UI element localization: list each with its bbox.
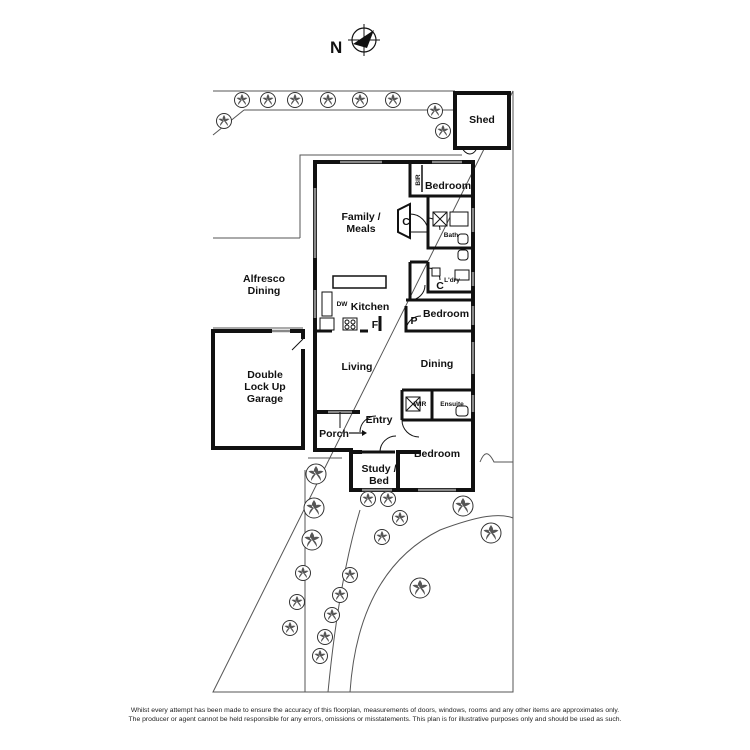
- garage-label-line1: Double: [247, 369, 283, 381]
- north-arrow-icon: [348, 24, 380, 56]
- cupboard-label: C: [402, 216, 410, 228]
- tree-icon: [352, 92, 368, 108]
- ensuite-label: Ensuite: [440, 401, 464, 408]
- tree-icon: [320, 92, 336, 108]
- bedroom-bottom-label: Bedroom: [414, 448, 460, 460]
- family-label-line1: Family /: [341, 211, 380, 223]
- fixtures: [319, 211, 470, 417]
- tree-icon: [282, 620, 298, 636]
- tree-icon: [312, 648, 328, 664]
- disclaimer-line1: Whilst every attempt has been made to en…: [130, 707, 620, 714]
- alfresco-label-line2: Dining: [248, 285, 281, 297]
- shed: Shed: [453, 91, 511, 155]
- tree-icon: [317, 629, 333, 645]
- compass: N: [330, 24, 380, 57]
- family-label-line2: Meals: [346, 223, 375, 235]
- tree-icon: [289, 594, 305, 610]
- garage-label-line3: Garage: [247, 393, 283, 405]
- tree-icon: [324, 607, 340, 623]
- tree-icon: [392, 510, 408, 526]
- bath-label: Bath: [444, 232, 458, 239]
- study-label-line1: Study /: [361, 463, 396, 475]
- tree-icon: [234, 92, 250, 108]
- tree-icon: [427, 103, 443, 119]
- fridge-label: F: [372, 319, 379, 331]
- tree-icon: [295, 565, 311, 581]
- tree-icon: [374, 529, 390, 545]
- entry-label: Entry: [366, 414, 393, 426]
- pantry-label: P: [410, 315, 417, 327]
- alfresco-label-line1: Alfresco: [243, 273, 285, 285]
- disclaimer-line2: The producer or agent cannot be held res…: [128, 716, 622, 723]
- laundry-label: L'dry: [444, 277, 460, 284]
- porch-label: Porch: [319, 428, 349, 440]
- windows: [272, 160, 475, 492]
- tree-icon: [360, 491, 376, 507]
- garage-label-line2: Lock Up: [244, 381, 285, 393]
- tree-icon: [287, 92, 303, 108]
- wir-label: WIR: [414, 401, 427, 408]
- bedroom-mid-label: Bedroom: [423, 308, 469, 320]
- house-walls: [313, 160, 475, 492]
- dining-label: Dining: [421, 358, 454, 370]
- living-label: Living: [342, 361, 373, 373]
- tree-icon: [435, 123, 451, 139]
- tree-icon: [216, 113, 232, 129]
- tree-icon: [301, 529, 323, 551]
- doors: [339, 213, 441, 453]
- bedroom-top-label: Bedroom: [425, 180, 471, 192]
- tree-icon: [385, 92, 401, 108]
- bir-label: BIR: [415, 174, 422, 186]
- tree-icon: [409, 577, 431, 599]
- tree-icon: [342, 567, 358, 583]
- tree-icon: [452, 495, 474, 517]
- shed-label: Shed: [469, 114, 495, 126]
- porch-arrow-icon: [349, 430, 367, 436]
- kitchen-label: Kitchen: [351, 301, 390, 313]
- laundry-cupboard-label: C: [436, 280, 444, 292]
- tree-icon: [305, 463, 327, 485]
- north-label: N: [330, 38, 342, 57]
- dishwasher-label: DW: [337, 301, 349, 308]
- garage: Double Lock Up Garage: [211, 329, 305, 450]
- tree-icon: [260, 92, 276, 108]
- study-label-line2: Bed: [369, 475, 389, 487]
- tree-icon: [303, 497, 325, 519]
- tree-icon: [332, 587, 348, 603]
- tree-icon: [480, 522, 502, 544]
- tree-icon: [380, 491, 396, 507]
